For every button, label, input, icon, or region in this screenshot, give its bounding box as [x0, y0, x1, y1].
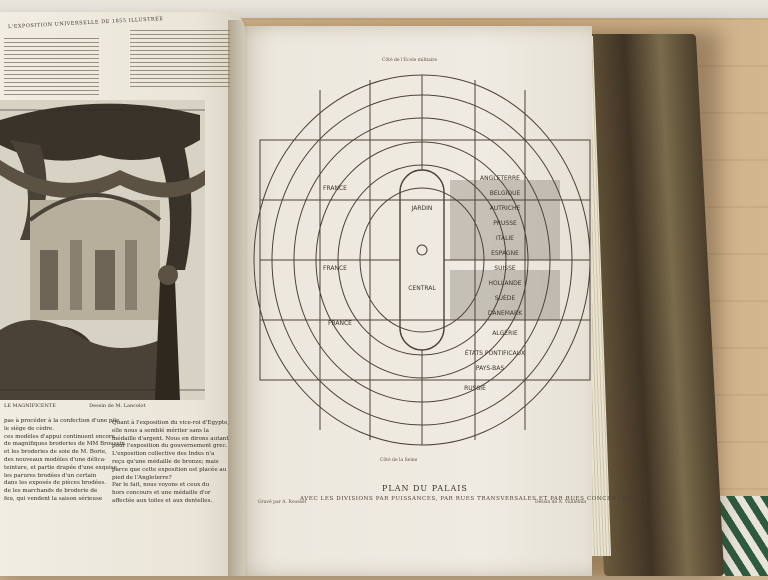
- region-label: FRANCE: [328, 320, 352, 327]
- region-label: ESPAGNE: [491, 250, 519, 257]
- text-line: des nouveaux modèles d'une délica-: [4, 456, 107, 463]
- text-line: les parures brodées d'un certain: [4, 472, 97, 479]
- text-line: teinture, et partie drapée d'une exquise: [4, 464, 117, 471]
- region-label: SUÈDE: [495, 294, 516, 302]
- text-line: parce que cette exposition est placée au: [112, 466, 227, 473]
- text-line: et les broderies de soie de M. Borie,: [4, 449, 107, 456]
- text-line: Quant à l'exposition du vice-roi d'Egypt…: [112, 420, 230, 426]
- right-page: [232, 26, 592, 576]
- text-line: pour l'exposition du gouvernement grec.: [112, 443, 228, 450]
- text-line: pied de l'Angleterre?: [112, 474, 172, 481]
- text-line: médaille d'argent. Nous en dirons autant: [112, 435, 229, 442]
- plan-bottom-label: Côté de la Seine: [380, 458, 418, 463]
- plan-subtitle: AVEC LES DIVISIONS PAR PUISSANCES, PAR R…: [300, 496, 649, 502]
- region-label: HOLLANDE: [488, 280, 521, 287]
- region-label: ITALIE: [496, 235, 514, 242]
- engraver-credit-left: Gravé par A. Rousset: [258, 500, 307, 505]
- text-line: reçu qu'une médaille de bronze; mais: [112, 458, 219, 465]
- region-label: PRUSSE: [493, 220, 517, 227]
- text-line: de magnifiques broderies de MM Broussin: [4, 441, 125, 448]
- caption-left: LE MAGNIFICENTE: [4, 403, 56, 409]
- text-line: ces modèles d'appui continuent encore: [4, 433, 115, 440]
- region-label: SUISSE: [494, 265, 516, 272]
- region-label: RUSSIE: [464, 385, 486, 392]
- text-line: hors concours et une médaille d'or: [112, 490, 211, 497]
- text-line: affectée aux toiles et aux dentelles.: [112, 497, 213, 504]
- engraving-illustration: [0, 100, 205, 400]
- center-label-1: JARDIN: [411, 205, 433, 212]
- region-label: ALGÉRIE: [492, 329, 518, 337]
- engraving-caption: LE MAGNIFICENTE Dessin de M. Lancelot: [4, 403, 204, 409]
- text-column-right: Quant à l'exposition du vice-roi d'Egypt…: [112, 420, 229, 506]
- text-line: feu, qui vendent la saison sérieuse: [4, 495, 103, 502]
- palace-plan: JARDIN CENTRAL FRANCE FRANCE FRANCE ANGL…: [253, 74, 591, 446]
- text-block-top-right: [130, 30, 230, 90]
- text-line: le siège de cèdre.: [4, 425, 54, 432]
- text-block-top-left: [4, 38, 99, 96]
- book-gutter: [228, 20, 248, 576]
- plan-title: PLAN DU PALAIS: [382, 484, 468, 493]
- region-label: BELGIQUE: [490, 190, 521, 197]
- region-label: ANGLETERRE: [480, 175, 520, 182]
- center-label-2: CENTRAL: [408, 285, 436, 292]
- plan-top-label: Côté de l'Ecole militaire: [382, 58, 438, 63]
- text-line: L'exposition collective des Indes n'a: [112, 451, 215, 458]
- region-label: AUTRICHE: [490, 205, 521, 212]
- text-column-left: pas à procéder à la confection d'une pil…: [4, 418, 125, 504]
- region-label: DANEMARK: [488, 310, 523, 317]
- text-line: pas à procéder à la confection d'une pil…: [4, 418, 120, 424]
- region-label: FRANCE: [323, 265, 347, 272]
- caption-right: Dessin de M. Lancelot: [89, 403, 146, 409]
- region-label: PAYS-BAS: [476, 365, 505, 372]
- text-line: Par le fait, nous voyons et ceux du: [112, 482, 210, 489]
- engraver-credit-right: Dessin de A. Vuillemin: [535, 500, 587, 505]
- text-line: elle nous a semblé mériter sans la: [112, 427, 209, 434]
- text-line: dans les exposés de pièces brodées.: [4, 480, 107, 487]
- region-label: FRANCE: [323, 185, 347, 192]
- region-label: ÉTATS PONTIFICAUX: [465, 349, 525, 357]
- text-line: de les marchands de broderie de: [4, 488, 98, 495]
